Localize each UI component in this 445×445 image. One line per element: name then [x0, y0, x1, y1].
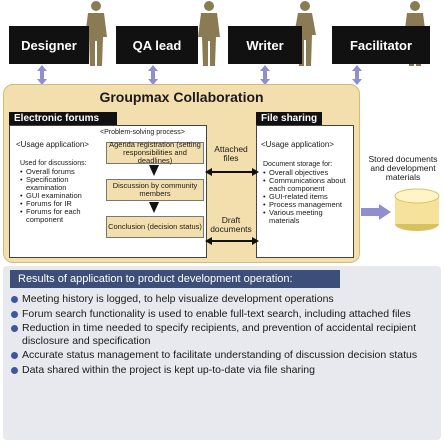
bullet-icon: [11, 296, 18, 303]
storage-cylinder-icon: [394, 188, 440, 231]
forums-usage-label: <Usage application>: [16, 140, 89, 149]
results-header: Results of application to product develo…: [10, 270, 340, 288]
storage-label: Document storage for:: [263, 161, 333, 168]
attached-files-arrow: [205, 168, 259, 176]
list-item: Communications about each component: [263, 177, 351, 193]
list-item: Various meeting materials: [263, 209, 351, 225]
bullet-icon: [11, 352, 18, 359]
results-section: Results of application to product develo…: [3, 266, 441, 440]
storage-list: Overall objectives Communications about …: [263, 169, 351, 225]
list-item: Overall objectives: [263, 169, 351, 178]
bullet-icon: [11, 310, 18, 318]
list-item: Process management: [263, 201, 351, 210]
list-item: Forums for each component: [20, 208, 104, 224]
draft-documents-label: Draft documents: [210, 215, 252, 234]
stored-documents-label: Stored documents and development materia…: [368, 154, 438, 182]
list-item: Reduction in time needed to specify reci…: [9, 322, 439, 347]
role-qa-lead: QA lead: [116, 26, 198, 64]
step-conclusion: Conclusion (decision status): [106, 216, 204, 238]
process-label: <Problem-solving process>: [100, 129, 185, 136]
step-down-arrows: [149, 165, 159, 213]
person-silhouette-icon: [198, 1, 220, 66]
role-designer: Designer: [9, 26, 89, 64]
collaboration-title: Groupmax Collaboration: [99, 89, 264, 105]
list-item: Forum search functionality is used to en…: [9, 308, 439, 321]
used-for-list: Overall forums Specification examination…: [20, 168, 104, 224]
forums-header: Electronic forums: [9, 112, 117, 125]
list-item: Forums for IR: [20, 200, 104, 209]
draft-documents-arrow: [205, 237, 259, 245]
step-discussion: Discussion by community members: [106, 179, 204, 201]
storage-arrow: [361, 204, 391, 220]
list-item: Overall forums: [20, 168, 104, 177]
list-item: Accurate status management to facilitate…: [9, 349, 439, 362]
results-list: Meeting history is logged, to help visua…: [9, 293, 439, 378]
used-for-label: Used for discussions:: [20, 160, 87, 167]
attached-files-label: Attached files: [214, 144, 248, 163]
list-item: Specification examination: [20, 176, 104, 192]
bullet-icon: [11, 325, 18, 332]
person-silhouette-icon: [85, 1, 107, 66]
step-agenda-registration: Agenda registration (setting responsibil…: [106, 141, 204, 165]
list-item: Data shared within the project is kept u…: [9, 364, 439, 377]
sharing-header: File sharing: [256, 112, 322, 125]
list-item: Meeting history is logged, to help visua…: [9, 293, 439, 306]
list-item: GUI examination: [20, 192, 104, 201]
role-writer: Writer: [228, 26, 302, 64]
role-connector-arrows: [37, 65, 362, 85]
role-facilitator: Facilitator: [332, 26, 430, 64]
bullet-icon: [11, 366, 18, 374]
forums-panel: <Problem-solving process> <Usage applica…: [9, 125, 207, 258]
sharing-usage-label: <Usage application>: [261, 140, 334, 149]
groupmax-collaboration-box: Groupmax Collaboration Electronic forums…: [3, 84, 360, 263]
sharing-panel: <Usage application> Document storage for…: [256, 125, 354, 258]
list-item: GUI-related items: [263, 193, 351, 202]
